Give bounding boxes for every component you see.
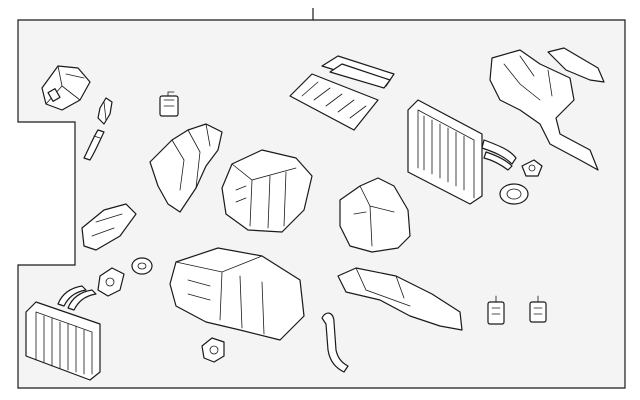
evaporator-core bbox=[407, 99, 483, 205]
drain-grommet bbox=[131, 257, 153, 275]
floor-duct bbox=[81, 203, 137, 251]
blower-motor-resistor bbox=[41, 65, 91, 111]
case-grommet bbox=[499, 183, 529, 205]
upper-duct-bracket bbox=[149, 123, 223, 213]
pipe-clamp bbox=[97, 267, 125, 297]
actuator-motor bbox=[201, 337, 225, 363]
lower-blower-case bbox=[169, 247, 305, 341]
mode-door-case-half bbox=[339, 177, 411, 253]
upper-heater-case bbox=[221, 149, 313, 233]
servo-actuator bbox=[159, 91, 179, 117]
wiring-clip bbox=[97, 97, 113, 125]
ac-expansion-valve bbox=[521, 159, 543, 177]
evaporator-tubes bbox=[481, 139, 517, 171]
rear-floor-duct bbox=[337, 267, 463, 331]
mode-actuator-left bbox=[487, 295, 505, 325]
mode-actuator-right bbox=[529, 295, 547, 323]
drain-hose bbox=[321, 312, 349, 373]
heater-core-pipes bbox=[57, 285, 97, 311]
cabin-air-filter bbox=[289, 73, 379, 131]
small-hose bbox=[83, 129, 105, 161]
ac-filter-frame bbox=[321, 55, 395, 89]
evaporator-seal-bracket bbox=[489, 47, 605, 171]
heater-core bbox=[25, 301, 101, 381]
